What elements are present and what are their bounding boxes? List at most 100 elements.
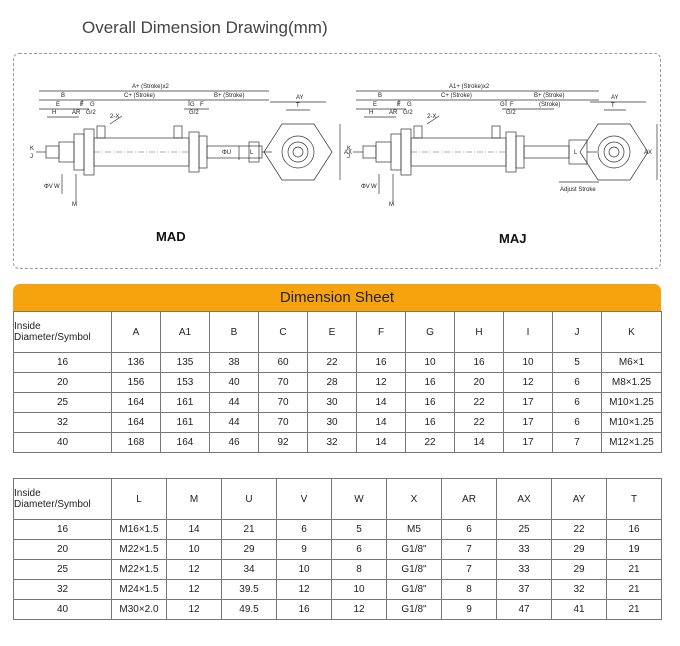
table-cell: 14 xyxy=(356,392,406,413)
mad-dim-label: G/2 xyxy=(189,110,199,116)
table2-header-cell: M xyxy=(166,478,222,520)
table-cell: 12 xyxy=(356,372,406,393)
table-cell: 30 xyxy=(307,412,357,433)
table-cell: 21 xyxy=(606,599,662,620)
table2-header-cell: AX xyxy=(496,478,552,520)
table1-header-cell: A1 xyxy=(160,311,210,353)
table-cell: 29 xyxy=(551,559,607,580)
table-cell: 70 xyxy=(258,412,308,433)
mad-side-label: J xyxy=(30,154,33,160)
mad-side-label: M xyxy=(72,202,77,208)
table-cell: 156 xyxy=(111,372,161,393)
table-cell: M10×1.25 xyxy=(601,392,662,413)
table-cell: 21 xyxy=(606,559,662,580)
table-cell: G1/8" xyxy=(386,559,442,580)
table-cell: 164 xyxy=(111,392,161,413)
maj-dim-label: AR xyxy=(389,110,398,116)
mad-dim-label: G xyxy=(90,102,95,108)
table1-header-cell: Inside Diameter/Symbol xyxy=(13,311,112,353)
table-cell: 10 xyxy=(405,352,455,373)
table-cell: 22 xyxy=(307,352,357,373)
table-cell: 153 xyxy=(160,372,210,393)
maj-dim-label: G/2 xyxy=(506,110,516,116)
maj-end-label: AX xyxy=(644,150,652,156)
table-cell: 22 xyxy=(454,392,504,413)
table-cell: 25 xyxy=(13,392,112,413)
table-cell: 33 xyxy=(496,559,552,580)
table-cell: 5 xyxy=(552,352,602,373)
table-cell: 22 xyxy=(405,432,455,453)
table2-header-cell: W xyxy=(331,478,387,520)
table-cell: 47 xyxy=(496,599,552,620)
table-cell: 25 xyxy=(13,559,112,580)
mad-dim-label: 2-X xyxy=(110,114,119,120)
maj-end-label: T xyxy=(611,103,615,109)
table-cell: 5 xyxy=(331,519,387,540)
table-cell: 6 xyxy=(441,519,497,540)
maj-drawing xyxy=(353,90,658,204)
maj-dim-label: 2-X xyxy=(427,114,436,120)
maj-dim-label: G/2 xyxy=(403,110,413,116)
table1-header-cell: J xyxy=(552,311,602,353)
maj-dim-label: C+ (Stroke) xyxy=(441,93,472,99)
mad-dim-label: AR xyxy=(72,110,81,116)
table-cell: 37 xyxy=(496,579,552,600)
model-label-mad: MAD xyxy=(156,229,186,244)
table-cell: 16 xyxy=(405,392,455,413)
table-cell: 41 xyxy=(551,599,607,620)
table-cell: 12 xyxy=(331,599,387,620)
table-cell: 32 xyxy=(13,579,112,600)
table-cell: 22 xyxy=(454,412,504,433)
mad-side-label: ΦV xyxy=(44,184,53,190)
table-cell: 161 xyxy=(160,412,210,433)
table1-header-cell: F xyxy=(356,311,406,353)
maj-end-label: AY xyxy=(611,95,619,101)
table-cell: M24×1.5 xyxy=(111,579,167,600)
maj-dim-label: (Stroke) xyxy=(539,102,560,108)
table-cell: G1/8" xyxy=(386,599,442,620)
table-cell: 16 xyxy=(405,412,455,433)
table-cell: 14 xyxy=(356,432,406,453)
table-cell: 40 xyxy=(209,372,259,393)
mad-dim-label: G/2 xyxy=(86,110,96,116)
table-cell: 28 xyxy=(307,372,357,393)
table-cell: 8 xyxy=(331,559,387,580)
table-cell: 136 xyxy=(111,352,161,373)
table-cell: 16 xyxy=(356,352,406,373)
table-cell: M5 xyxy=(386,519,442,540)
table-cell: M6×1 xyxy=(601,352,662,373)
maj-dim-label: G xyxy=(407,102,412,108)
mad-side-label: L xyxy=(250,150,254,156)
table-cell: 32 xyxy=(13,412,112,433)
table-cell: 10 xyxy=(331,579,387,600)
table1-header-cell: G xyxy=(405,311,455,353)
maj-dim-label: B xyxy=(378,93,382,99)
mad-dim-label: F xyxy=(200,102,204,108)
dimension-sheet-title: Dimension Sheet xyxy=(13,284,661,311)
mad-side-label: ΦU xyxy=(222,150,231,156)
table-cell: 12 xyxy=(166,579,222,600)
table-cell: 30 xyxy=(307,392,357,413)
table-cell: 12 xyxy=(166,559,222,580)
mad-dim-label: G xyxy=(190,102,195,108)
mad-dim-label: E xyxy=(56,102,60,108)
table-cell: M8×1.25 xyxy=(601,372,662,393)
table-cell: 14 xyxy=(356,412,406,433)
table-cell: 70 xyxy=(258,392,308,413)
mad-end-label: T xyxy=(296,103,300,109)
maj-dim-label: F xyxy=(397,102,401,108)
table-cell: M22×1.5 xyxy=(111,539,167,560)
table-cell: 6 xyxy=(552,392,602,413)
table2-header-cell: Inside Diameter/Symbol xyxy=(13,478,112,520)
table2-header-cell: AY xyxy=(551,478,607,520)
